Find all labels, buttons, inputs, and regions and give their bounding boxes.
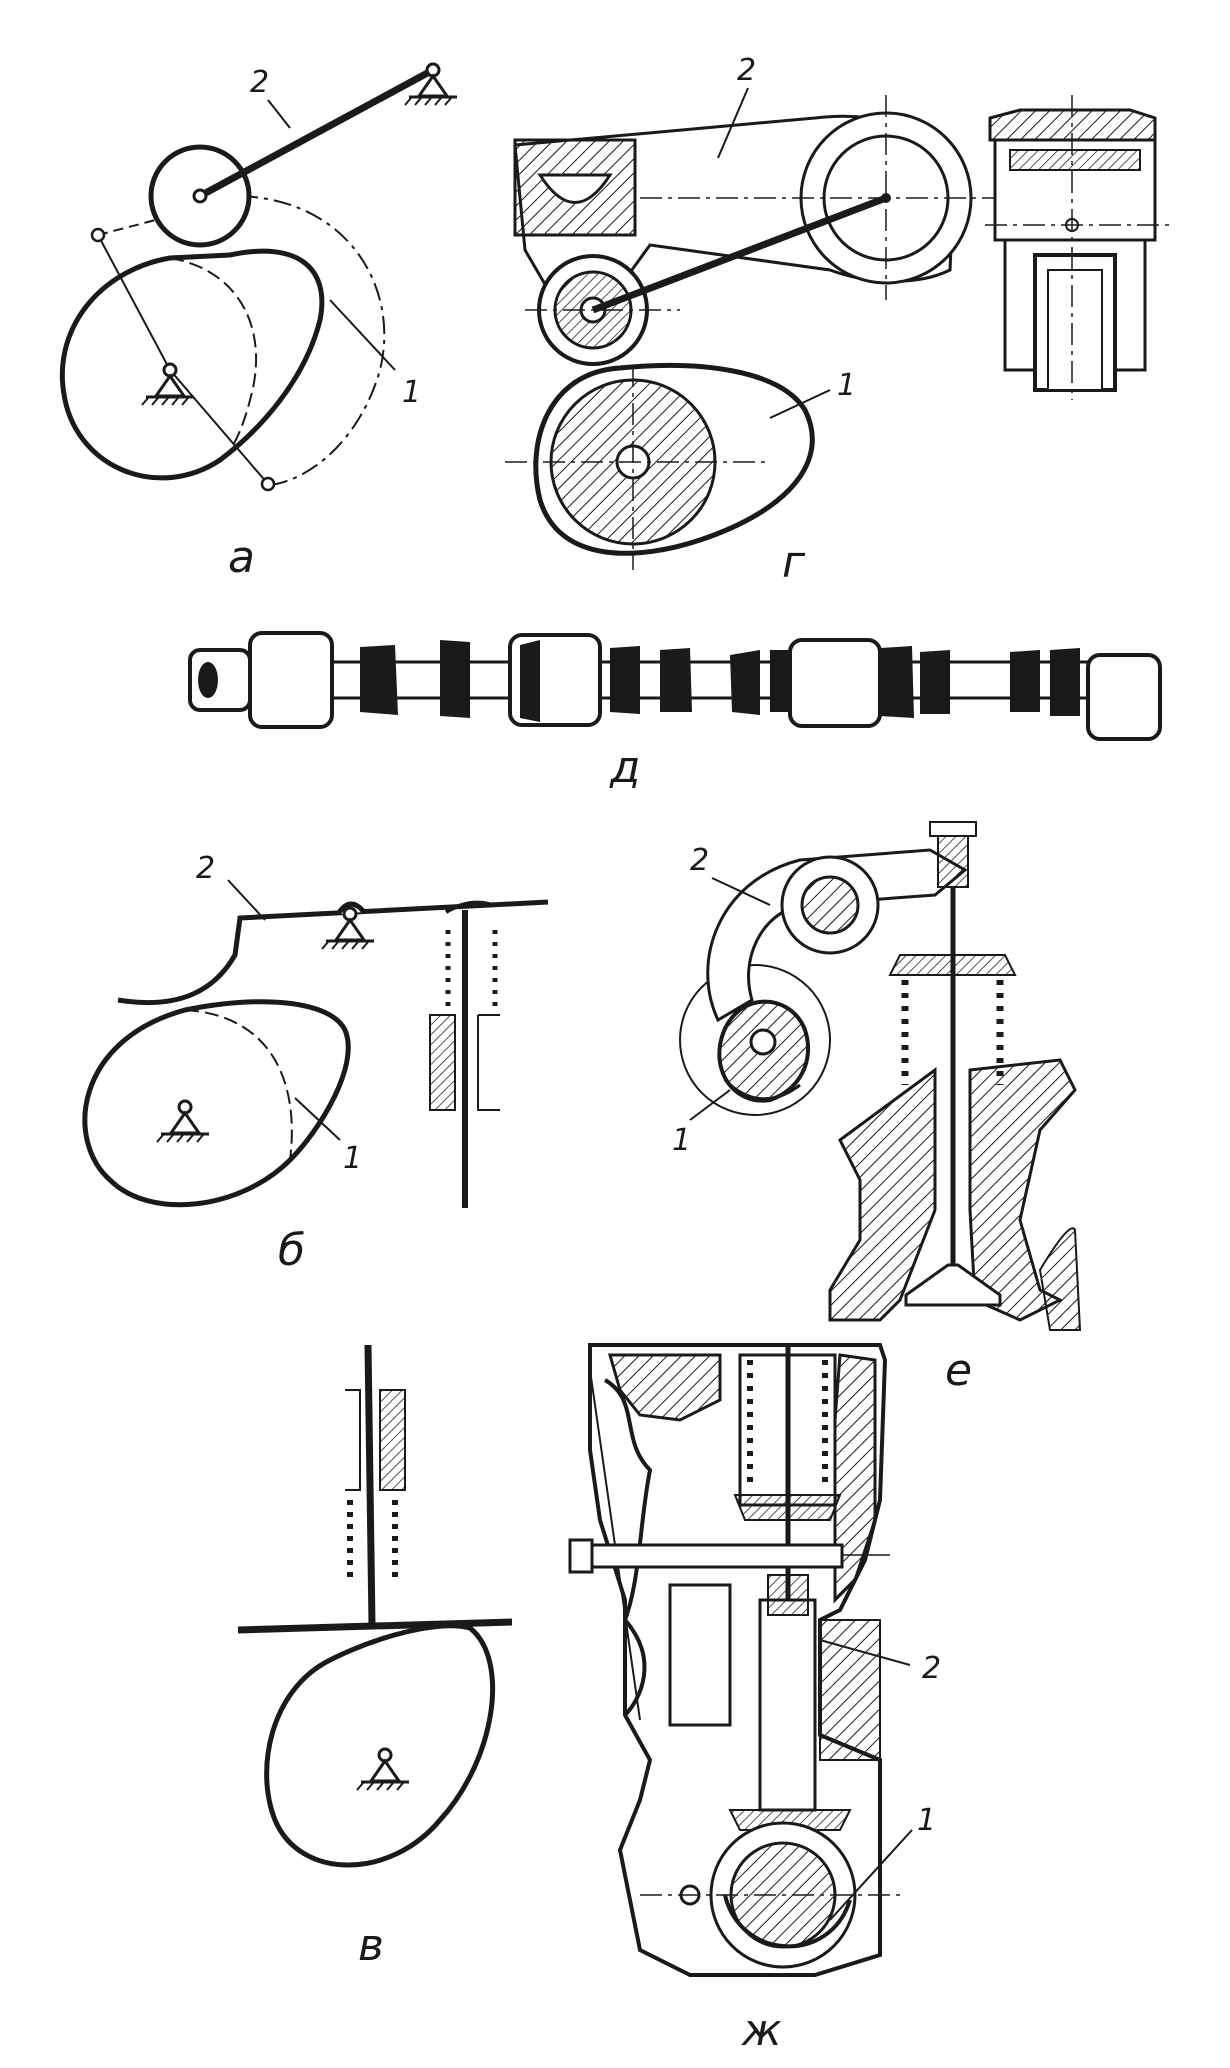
- tappet-body: [758, 1598, 817, 1812]
- shaft-end-bore: [198, 662, 218, 698]
- leader-line-1: [689, 1089, 731, 1121]
- caption-e: е: [945, 1345, 972, 1396]
- cam-lobe: [723, 1894, 852, 1949]
- rocker-kinematic-link: [591, 194, 888, 314]
- rocker-shaft: [800, 875, 860, 935]
- camshaft-bore: [749, 1028, 777, 1056]
- leader-line-1: [294, 1097, 341, 1141]
- cam-lobe: [610, 646, 640, 714]
- shaft-tube: [590, 1543, 844, 1569]
- figure-g-rocker-with-roller: 2 1 г: [505, 53, 1170, 588]
- leader-line-2: [227, 879, 266, 921]
- cam-nose: [723, 1078, 801, 1101]
- side-cover-profile: [603, 1378, 653, 1717]
- tappet-guide: [819, 1619, 881, 1761]
- cam-pivot-support: [155, 1099, 211, 1144]
- cam-lobe: [920, 650, 950, 714]
- leader-line-2: [717, 87, 749, 159]
- bearing-journal: [248, 631, 334, 729]
- alt-joint: [260, 476, 276, 492]
- valve-spring-retainer: [888, 954, 1017, 976]
- leader-line-2: [267, 99, 291, 129]
- cam-lobe: [520, 640, 540, 722]
- cam-pivot-support: [355, 1747, 411, 1792]
- rocker-arm: [706, 848, 968, 1023]
- side-view-inner: [1009, 149, 1141, 171]
- leader-line-1: [769, 389, 831, 419]
- alt-joint: [90, 227, 106, 243]
- cam-base-circle-dashed: [184, 1009, 293, 1161]
- cam-profile: [82, 999, 351, 1208]
- tappet-guide-bracket: [668, 1583, 732, 1727]
- cam-profile: [264, 1623, 496, 1868]
- adjusting-nut: [929, 821, 977, 837]
- valve-tip-contact: [444, 900, 493, 914]
- valve-guide: [429, 1014, 456, 1111]
- cam-lobe: [1010, 650, 1040, 712]
- figure-a-roller-rocker-cam: 2 1 а: [59, 62, 459, 583]
- label-follower: 2: [690, 843, 709, 878]
- adjusting-screw: [937, 831, 969, 888]
- figure-d-camshaft: д: [188, 631, 1162, 793]
- label-cam: 1: [343, 1141, 362, 1176]
- caption-g: г: [782, 537, 806, 588]
- valve-guide: [477, 1014, 500, 1111]
- valve-guide: [345, 1389, 361, 1491]
- caption-zh: ж: [741, 2005, 782, 2056]
- shaft-bolt: [568, 1538, 594, 1574]
- label-follower: 2: [737, 53, 756, 88]
- roller-axle: [192, 188, 208, 204]
- label-follower: 2: [196, 851, 215, 886]
- caption-a: а: [228, 532, 255, 583]
- cam-lobe: [880, 646, 914, 718]
- tappet-adjuster: [767, 1574, 809, 1616]
- label-cam: 1: [837, 368, 856, 403]
- rocker-arm: [117, 899, 549, 1006]
- leader-line-1: [329, 299, 396, 371]
- leader-line-1: [829, 1829, 913, 1921]
- caption-b: б: [278, 1225, 305, 1276]
- caption-d: д: [609, 742, 640, 793]
- cylinder-head: [968, 1058, 1077, 1322]
- cam-pivot-support: [140, 362, 196, 407]
- tappet-cup: [537, 173, 613, 204]
- cam-lobe: [660, 648, 692, 712]
- port-wall: [1038, 1227, 1082, 1331]
- bearing-journal: [1086, 653, 1162, 741]
- label-cam: 1: [672, 1123, 691, 1158]
- figure-v-flat-tappet-cam: в: [237, 1344, 513, 1971]
- label-cam: 1: [917, 1803, 936, 1838]
- cam-lobe: [770, 650, 790, 712]
- figure-zh-pushrod-cross-section: 2 1 ж: [568, 1343, 941, 2056]
- rocker-arm: [198, 66, 435, 200]
- head-casting: [608, 1353, 722, 1422]
- tappet-foot: [728, 1809, 852, 1831]
- alt-link-dashed: [97, 234, 171, 371]
- leader-line-2: [711, 877, 771, 906]
- cam-lobe: [440, 640, 470, 718]
- valve-head: [904, 1263, 1002, 1307]
- leader-line-2: [819, 1639, 911, 1666]
- flat-tappet: [237, 1618, 513, 1634]
- cam-lobe: [360, 645, 398, 715]
- label-follower: 2: [250, 65, 269, 100]
- figure-b-flat-rocker-cam: 2 1 б: [82, 851, 549, 1276]
- side-view-pin: [1047, 269, 1103, 391]
- cylinder-head: [828, 1067, 937, 1322]
- alt-link-dashed: [169, 369, 269, 485]
- figure-e-overhead-rocker-valve: 2 1 е: [672, 821, 1082, 1396]
- valve-stem: [364, 1344, 376, 1626]
- valve-guide: [379, 1389, 406, 1491]
- cam-lobe: [730, 650, 760, 715]
- label-follower: 2: [922, 1651, 941, 1686]
- cam-base-circle-dashed: [169, 257, 258, 461]
- label-cam: 1: [402, 375, 421, 410]
- cam-profile: [59, 248, 325, 481]
- caption-v: в: [358, 1920, 384, 1971]
- bearing-journal: [788, 638, 882, 728]
- cam-lobe: [1050, 648, 1080, 716]
